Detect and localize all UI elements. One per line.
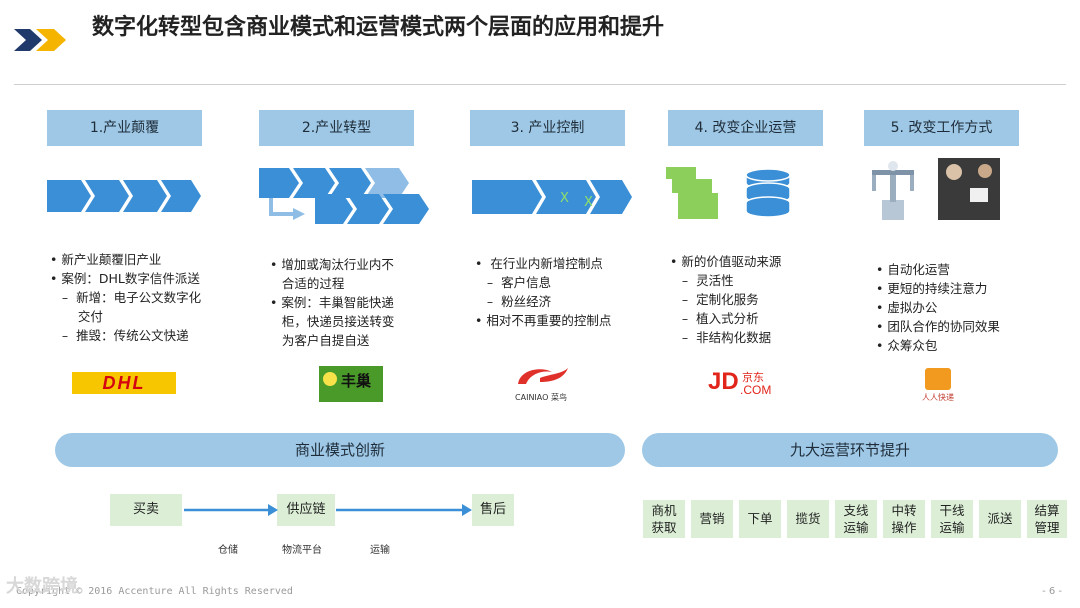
ops-step-pickup: 揽货: [787, 500, 829, 538]
page-number: - 6 -: [1042, 586, 1062, 597]
ops-step-text: 中转: [883, 502, 925, 519]
ops-step-text: 商机: [643, 502, 685, 519]
header-industry-disruption: 1.产业颠覆: [47, 110, 202, 146]
watermark: 大数跨境: [6, 572, 78, 598]
page-title: 数字化转型包含商业模式和运营模式两个层面的应用和提升: [92, 12, 812, 44]
col3-bullets: • 在行业内新增控制点 – 客户信息 – 粉丝经济 • 相对不再重要的控制点: [475, 254, 611, 330]
renren-logo: 人人快递: [918, 368, 958, 408]
cainiao-logo-text: CAINIAO 菜鸟: [510, 392, 572, 403]
control-mark: X: [584, 195, 593, 210]
bullet-item: • 在行业内新增控制点: [475, 254, 611, 273]
ops-step-text: 获取: [643, 519, 685, 536]
bullet-item: – 定制化服务: [670, 290, 781, 309]
cainiao-bird-icon: [510, 364, 572, 388]
jd-logo: JD 京东 .COM: [708, 368, 778, 400]
ops-step-text: 操作: [883, 519, 925, 536]
flow-label-logistics-platform: 物流平台: [282, 541, 322, 556]
bullet-item: – 非结构化数据: [670, 328, 781, 347]
bullet-item: • 团队合作的协同效果: [876, 317, 1000, 336]
jd-logo-com: .COM: [740, 383, 771, 397]
ops-step-text: 管理: [1027, 519, 1067, 536]
robot-arm-icon: [868, 160, 918, 222]
ops-step-text: 运输: [931, 519, 973, 536]
renren-logo-text: 人人快递: [918, 392, 958, 403]
title-divider: [14, 84, 1066, 85]
bullet-item: • 相对不再重要的控制点: [475, 311, 611, 330]
chevron-row-graphic: [47, 180, 202, 212]
header-change-work-style: 5. 改变工作方式: [864, 110, 1019, 146]
ops-step-lead-acquisition: 商机获取: [643, 500, 685, 538]
fengchao-logo: 丰巢: [319, 366, 383, 402]
bullet-item: • 新的价值驱动来源: [670, 252, 781, 271]
bullet-item: – 灵活性: [670, 271, 781, 290]
bullet-item: • 增加或淘汰行业内不: [270, 255, 394, 274]
ops-step-text: 结算: [1027, 502, 1067, 519]
teamwork-photo: [938, 158, 1000, 220]
col2-bullets: • 增加或淘汰行业内不 合适的过程 • 案例：丰巢智能快递 柜，快递员接送转变 …: [270, 255, 394, 350]
fengchao-logo-text: 丰巢: [341, 370, 371, 391]
bullet-item: • 虚拟办公: [876, 298, 1000, 317]
bullet-item: • 更短的持续注意力: [876, 279, 1000, 298]
col1-bullets: • 新产业颠覆旧产业 • 案例：DHL数字信件派送 – 新增：电子公文数字化 交…: [50, 250, 201, 345]
ops-step-text: 运输: [835, 519, 877, 536]
bullet-item: 交付: [50, 307, 201, 326]
business-model-innovation-banner: 商业模式创新: [55, 433, 625, 467]
chevron-logo-icon: [14, 27, 70, 53]
renren-logo-icon: [925, 368, 951, 390]
bullet-item: • 案例：丰巢智能快递: [270, 293, 394, 312]
bullet-item: 柜，快递员接送转变: [270, 312, 394, 331]
flow-box-after-sales: 售后: [472, 494, 514, 526]
operations-data-icon: [666, 165, 796, 225]
header-industry-control: 3. 产业控制: [470, 110, 625, 146]
fengchao-logo-icon: [323, 372, 337, 386]
flow-label-transport: 运输: [370, 541, 390, 556]
flow-box-trade: 买卖: [110, 494, 182, 526]
control-point-graphic: X X: [472, 180, 634, 214]
bullet-item: – 推毁：传统公文快递: [50, 326, 201, 345]
bullet-item: – 新增：电子公文数字化: [50, 288, 201, 307]
dhl-logo: DHL: [72, 372, 176, 394]
col5-bullets: • 自动化运营 • 更短的持续注意力 • 虚拟办公 • 团队合作的协同效果 • …: [876, 260, 1000, 355]
ops-step-trunk-transport: 干线运输: [931, 500, 973, 538]
ops-step-branch-transport: 支线运输: [835, 500, 877, 538]
bullet-item: • 新产业颠覆旧产业: [50, 250, 201, 269]
bullet-item: • 案例：DHL数字信件派送: [50, 269, 201, 288]
dhl-logo-text: DHL: [103, 373, 146, 393]
ops-step-settlement: 结算管理: [1027, 500, 1067, 538]
ops-step-ordering: 下单: [739, 500, 781, 538]
ops-step-marketing: 营销: [691, 500, 733, 538]
jd-logo-text: JD: [708, 368, 739, 396]
header-industry-transformation: 2.产业转型: [259, 110, 414, 146]
operations-improvement-banner: 九大运营环节提升: [642, 433, 1058, 467]
bullet-item: • 众筹众包: [876, 336, 1000, 355]
transformation-chevron-graphic: [259, 168, 434, 228]
flow-arrows: [182, 500, 474, 520]
bullet-item: • 自动化运营: [876, 260, 1000, 279]
cainiao-logo: CAINIAO 菜鸟: [510, 364, 572, 404]
bullet-item: 为客户自提自送: [270, 331, 394, 350]
bullet-item: – 粉丝经济: [475, 292, 611, 311]
ops-step-text: 干线: [931, 502, 973, 519]
ops-step-transit: 中转操作: [883, 500, 925, 538]
bullet-item: – 植入式分析: [670, 309, 781, 328]
header-change-operations: 4. 改变企业运营: [668, 110, 823, 146]
ops-step-text: 支线: [835, 502, 877, 519]
bullet-item: 合适的过程: [270, 274, 394, 293]
bullet-item: – 客户信息: [475, 273, 611, 292]
flow-label-warehousing: 仓储: [218, 541, 238, 556]
col4-bullets: • 新的价值驱动来源 – 灵活性 – 定制化服务 – 植入式分析 – 非结构化数…: [670, 252, 781, 347]
ops-step-delivery: 派送: [979, 500, 1021, 538]
control-mark: X: [560, 191, 569, 206]
